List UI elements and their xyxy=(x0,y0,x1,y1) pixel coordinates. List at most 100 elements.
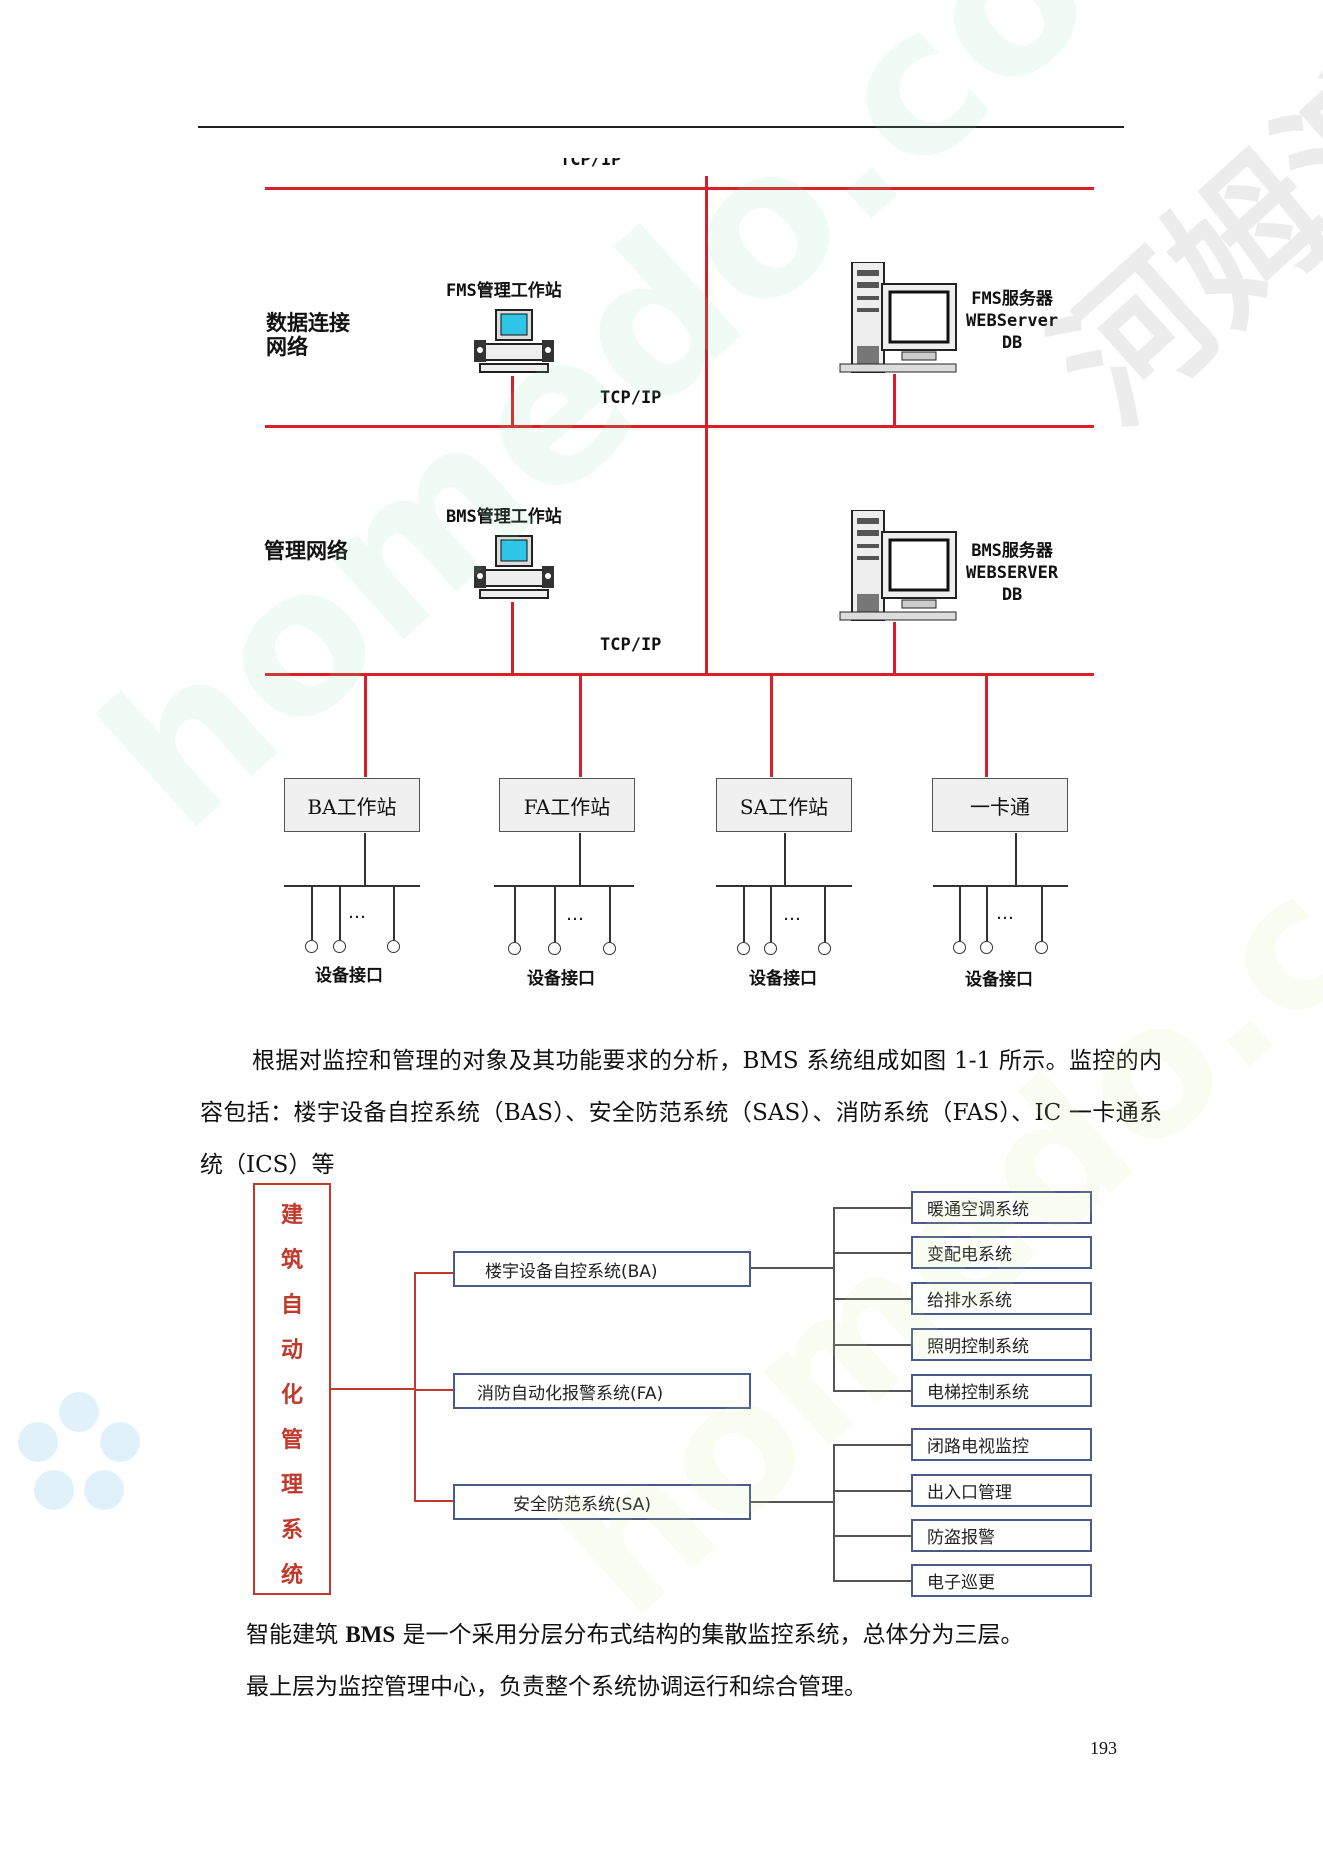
body-paragraph-1: 根据对监控和管理的对象及其功能要求的分析，BMS 系统组成如图 1-1 所示。监… xyxy=(200,1048,1162,1178)
sa-drop xyxy=(770,675,773,777)
ba-device-label: 设备接口 xyxy=(315,966,383,986)
level1-spine xyxy=(414,1272,416,1500)
sa-device-label: 设备接口 xyxy=(749,969,817,989)
ba-child-branch xyxy=(833,1207,912,1209)
cctv-system-label: 闭路电视监控 xyxy=(927,1437,1029,1457)
fms-server-icon xyxy=(839,262,957,373)
ba-workstation-label: BA工作站 xyxy=(307,794,397,819)
patrol-system-box: 电子巡更 xyxy=(911,1564,1092,1597)
fms-server-label: FMS服务器 WEBServer DB xyxy=(966,289,1059,353)
network-trunk xyxy=(705,176,708,676)
root-char: 统 xyxy=(280,1563,303,1588)
watermark-logo-text: 河姆渡 xyxy=(1023,24,1323,456)
sa-child-branch xyxy=(833,1535,912,1537)
sa-workstation-box: SA工作站 xyxy=(716,778,852,832)
device-port-icon xyxy=(333,940,346,953)
body-paragraph-3: 最上层为监控管理中心，负责整个系统协调运行和综合管理。 xyxy=(246,1674,867,1700)
lighting-system-box: 照明控制系统 xyxy=(911,1328,1092,1361)
ba-system-label: 楼宇设备自控系统(BA) xyxy=(485,1261,658,1282)
paragraph-2-prefix: 智能建筑 xyxy=(246,1622,346,1648)
ba-workstation-box: BA工作站 xyxy=(284,778,420,832)
ba-child-branch xyxy=(833,1252,912,1254)
root-box: 建 筑 自 动 化 管 理 系 统 xyxy=(253,1183,331,1595)
bms-workstation-label: BMS管理工作站 xyxy=(446,507,562,527)
elevator-system-box: 电梯控制系统 xyxy=(911,1374,1092,1407)
fa-drop xyxy=(579,675,582,777)
root-char: 系 xyxy=(280,1518,303,1543)
ellipsis: … xyxy=(566,904,586,925)
hvac-system-box: 暖通空调系统 xyxy=(911,1191,1092,1224)
ellipsis: … xyxy=(348,902,368,923)
sa-child-branch xyxy=(833,1444,912,1446)
cctv-system-box: 闭路电视监控 xyxy=(911,1428,1092,1461)
device-port-icon xyxy=(737,942,750,955)
paragraph-2-suffix: 是一个采用分层分布式结构的集散监控系统，总体分为三层。 xyxy=(395,1622,1024,1648)
root-char: 化 xyxy=(280,1383,303,1408)
access-system-box: 出入口管理 xyxy=(911,1474,1092,1507)
root-char: 理 xyxy=(280,1473,303,1498)
card-device-label: 设备接口 xyxy=(965,970,1033,990)
power-system-box: 变配电系统 xyxy=(911,1236,1092,1269)
watermark-text: homedo.com xyxy=(60,0,1290,874)
patrol-system-label: 电子巡更 xyxy=(927,1573,995,1593)
page-number: 193 xyxy=(1090,1738,1117,1758)
device-port-icon xyxy=(305,940,318,953)
fa-device-label: 设备接口 xyxy=(527,969,595,989)
card-drop xyxy=(985,675,988,777)
hvac-system-label: 暖通空调系统 xyxy=(927,1200,1029,1220)
root-char: 管 xyxy=(280,1428,303,1453)
card-workstation-box: 一卡通 xyxy=(932,778,1068,832)
bms-server-label: BMS服务器 WEBSERVER DB xyxy=(966,541,1059,605)
ellipsis: … xyxy=(996,903,1016,924)
card-workstation-label: 一卡通 xyxy=(970,794,1030,819)
level1-branch xyxy=(414,1500,454,1502)
elevator-system-label: 电梯控制系统 xyxy=(927,1383,1029,1403)
header-rule xyxy=(198,126,1124,128)
root-char: 建 xyxy=(280,1203,303,1228)
bms-workstation-link xyxy=(511,602,514,674)
device-port-icon xyxy=(548,942,561,955)
device-port-icon xyxy=(818,942,831,955)
ba-connector xyxy=(751,1267,834,1269)
tcpip-label-1: TCP/IP xyxy=(600,388,662,408)
device-port-icon xyxy=(953,941,966,954)
sa-system-box: 安全防范系统(SA) xyxy=(453,1484,751,1520)
paragraph-2-bold: BMS xyxy=(345,1622,396,1647)
root-char: 筑 xyxy=(280,1248,303,1273)
sa-children-spine xyxy=(833,1444,835,1581)
level1-branch xyxy=(414,1389,454,1391)
sa-child-branch xyxy=(833,1580,912,1582)
fa-workstation-box: FA工作站 xyxy=(499,778,635,832)
device-port-icon xyxy=(508,942,521,955)
device-port-icon xyxy=(1035,941,1048,954)
top-partial-label: TCP/IP xyxy=(560,158,622,170)
bms-workstation-icon xyxy=(474,535,554,599)
device-port-icon xyxy=(387,940,400,953)
ba-drop xyxy=(364,675,367,777)
ba-child-branch xyxy=(833,1344,912,1346)
alarm-system-box: 防盗报警 xyxy=(911,1519,1092,1552)
device-port-icon xyxy=(980,941,993,954)
ellipsis: … xyxy=(783,904,803,925)
water-system-box: 给排水系统 xyxy=(911,1282,1092,1315)
fms-workstation-icon xyxy=(474,309,554,373)
network-bus-top xyxy=(265,187,1094,190)
water-system-label: 给排水系统 xyxy=(927,1291,1012,1311)
sa-child-branch xyxy=(833,1490,912,1492)
sa-connector xyxy=(751,1501,834,1503)
level1-branch xyxy=(414,1272,454,1274)
lighting-system-label: 照明控制系统 xyxy=(927,1337,1029,1357)
fms-workstation-link xyxy=(511,376,514,426)
sa-system-label: 安全防范系统(SA) xyxy=(513,1494,652,1515)
alarm-system-label: 防盗报警 xyxy=(927,1528,995,1548)
root-char: 自 xyxy=(280,1293,303,1318)
tcpip-label-2: TCP/IP xyxy=(600,635,662,655)
root-char: 动 xyxy=(280,1338,303,1363)
device-port-icon xyxy=(764,942,777,955)
ba-child-branch xyxy=(833,1390,912,1392)
mgmt-network-label: 管理网络 xyxy=(264,539,348,563)
bms-server-icon xyxy=(839,510,957,621)
power-system-label: 变配电系统 xyxy=(927,1245,1012,1265)
ba-system-box: 楼宇设备自控系统(BA) xyxy=(453,1251,751,1287)
data-network-label: 数据连接 网络 xyxy=(266,311,350,359)
